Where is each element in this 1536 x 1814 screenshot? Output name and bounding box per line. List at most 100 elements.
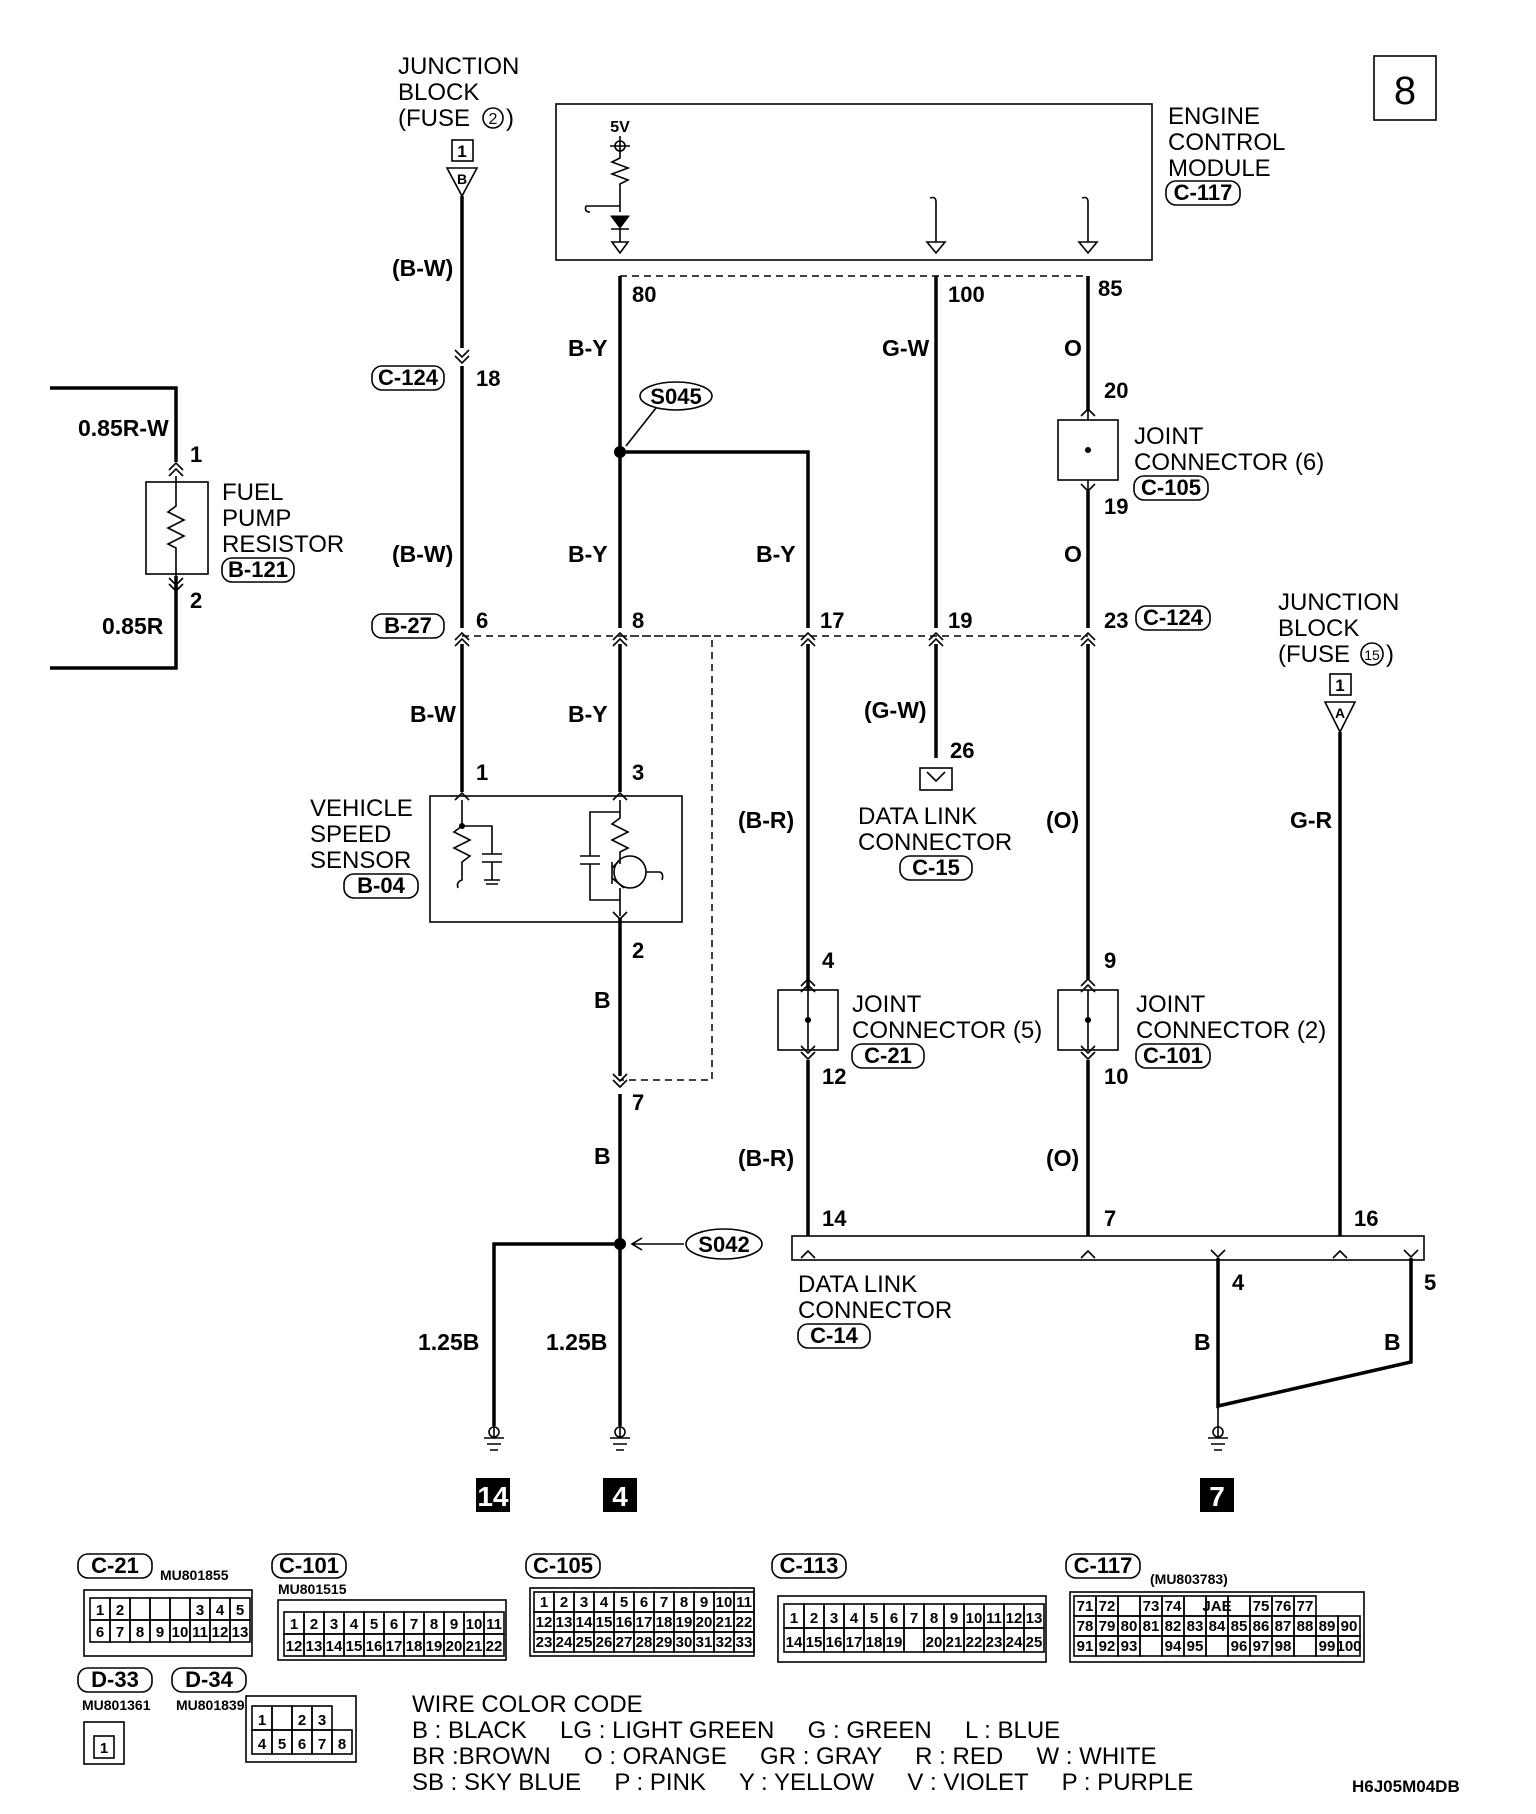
fuse15-circle	[1360, 642, 1384, 666]
by-circuit: S045 80 B-Y B-Y B-Y 8 17 B-Y 3	[568, 276, 844, 982]
jc6-pin19: 19	[1104, 494, 1128, 519]
s045-splice-dot	[614, 446, 626, 458]
wcc-line2: BR :BROWN O : ORANGE GR : GRAY R : RED W…	[412, 1743, 1157, 1770]
c105-pin-label: 1	[540, 1594, 548, 1611]
c113-cell	[903, 1627, 925, 1653]
c101-pin-label: 2	[310, 1616, 318, 1633]
c105-pin-label: 6	[640, 1594, 648, 1611]
vss-box	[429, 795, 683, 923]
jc2-node	[1085, 1017, 1091, 1023]
c21-pin-label: 9	[156, 1624, 164, 1641]
c21-pin-label: 7	[116, 1624, 124, 1641]
ecm-box	[555, 103, 1153, 261]
c105-pin-label: 28	[636, 1634, 653, 1651]
bw-top-label: (B-W)	[392, 255, 453, 281]
c113-pin-label: 9	[950, 1610, 958, 1627]
c21-pin-label: 1	[96, 1602, 104, 1619]
c101-pin-label: 7	[410, 1616, 418, 1633]
c124-pin18: 18	[476, 366, 500, 391]
dlc14-pin5: 5	[1424, 1270, 1436, 1295]
gnd-label-1: 1.25B	[418, 1329, 479, 1355]
ground-symbol-14	[484, 1426, 504, 1451]
jb15-line2: BLOCK	[1278, 615, 1359, 642]
c113-pin-label: 7	[910, 1610, 918, 1627]
c117-view-tag-box	[1065, 1553, 1141, 1579]
jb2-terminal: B	[457, 171, 467, 187]
dlc15-pin26: 26	[950, 738, 974, 763]
o-paren-label-1: (O)	[1046, 807, 1079, 833]
c105-pin-label: 2	[560, 1594, 568, 1611]
junction-block-fuse2: JUNCTION BLOCK (FUSE 2 ) 1 B	[398, 53, 519, 198]
c113-view-shell	[777, 1595, 1047, 1663]
c105-pin-label: 12	[536, 1614, 553, 1631]
ecm-pin80-arrow	[610, 228, 630, 255]
vss-tag-box	[343, 873, 419, 899]
jc6-line2: CONNECTOR (6)	[1134, 449, 1324, 476]
o-circuit: 85 O 20 19 JOINT CONNECTOR (6) C-105 O 2…	[1046, 276, 1326, 1236]
dlc15-box	[919, 767, 953, 791]
b27-pin17-mark	[800, 631, 816, 647]
c117-pin-label: 99	[1319, 1638, 1336, 1655]
c105-pin-label: 13	[556, 1614, 573, 1631]
page-number-box	[1373, 55, 1437, 121]
vss-sensor-cap	[580, 811, 621, 901]
c105-pin-label: 33	[736, 1634, 753, 1651]
c117-pin-label: 76	[1275, 1598, 1292, 1615]
c117-view-shell	[1069, 1591, 1365, 1663]
c117-pin-label: 90	[1341, 1618, 1358, 1635]
c105-pin-label: 22	[736, 1614, 753, 1631]
c105-pin-label: 7	[660, 1594, 668, 1611]
b-label-2: B	[594, 1143, 611, 1169]
b27-pin19: 19	[948, 608, 972, 633]
c21-view-tag: C-21	[91, 1553, 139, 1578]
vss-line2: SPEED	[310, 821, 391, 848]
jc6-tag-box	[1133, 475, 1209, 501]
ecm-line1: ENGINE	[1168, 103, 1260, 130]
c105-pin-label: 25	[576, 1634, 593, 1651]
c113-pin-label: 6	[890, 1610, 898, 1627]
c21-view-shell	[83, 1589, 253, 1657]
c113-pin-label: 1	[790, 1610, 798, 1627]
page-number: 8	[1394, 69, 1416, 113]
gw-top-label: G-W	[882, 335, 930, 361]
wcc-line3: SB : SKY BLUE P : PINK Y : YELLOW V : VI…	[412, 1769, 1193, 1796]
vss-capacitor	[462, 825, 502, 885]
by-branch-label: B-Y	[756, 541, 796, 567]
jb2-line2: BLOCK	[398, 79, 479, 106]
d34-pin-label: 1	[258, 1712, 266, 1729]
ecm-pin100: 100	[948, 282, 985, 307]
vss-pin3-mark	[612, 791, 628, 801]
o-top-label: O	[1064, 335, 1082, 361]
c105-pin-label: 26	[596, 1634, 613, 1651]
dlc14-tag-box	[797, 1323, 871, 1349]
o-mid-label: O	[1064, 541, 1082, 567]
jc2-pin10: 10	[1104, 1064, 1128, 1089]
bw-mid-label: (B-W)	[392, 541, 453, 567]
ecm-tag: C-117	[1174, 180, 1233, 205]
jb15-line3: (FUSE	[1278, 641, 1350, 668]
jc6-line1: JOINT	[1134, 423, 1204, 450]
ground-badge-4	[603, 1478, 637, 1512]
c101-pin-label: 12	[286, 1638, 303, 1655]
c117-cell	[1117, 1595, 1141, 1617]
jb2-terminal-triangle	[445, 167, 479, 198]
jb2-fuse: 2	[489, 111, 498, 128]
d34-pin-label: 3	[318, 1712, 326, 1729]
gnd-label-2: 1.25B	[546, 1329, 607, 1355]
jc2-pin9: 9	[1104, 948, 1116, 973]
bw-low-label: B-W	[410, 701, 456, 727]
fpr-resistor-symbol	[166, 476, 186, 580]
c21-pin-label: 6	[96, 1624, 104, 1641]
c101-pin-label: 15	[346, 1638, 363, 1655]
connector-view-d33: D-33 MU801361 1	[77, 1667, 153, 1765]
d34-pin-label: 8	[338, 1736, 346, 1753]
c105-pin-label: 32	[716, 1634, 733, 1651]
c105-pin-label: 3	[580, 1594, 588, 1611]
vss-node	[459, 823, 465, 829]
c21-cell	[149, 1597, 171, 1621]
c117-cell	[1205, 1635, 1229, 1657]
